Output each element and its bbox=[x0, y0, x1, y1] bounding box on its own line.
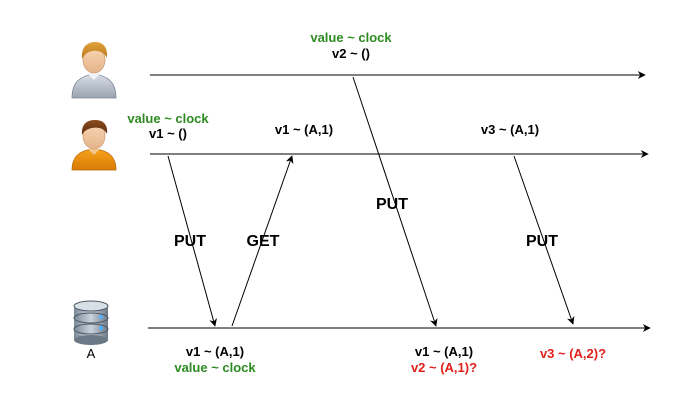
put-label-2: PUT bbox=[376, 196, 408, 213]
get-label: GET bbox=[247, 233, 280, 250]
top-v2-label: v2 ~ () bbox=[332, 46, 370, 61]
database-icon bbox=[73, 300, 109, 345]
message-put-arrow-2 bbox=[352, 76, 438, 327]
message-get-arrow bbox=[231, 155, 294, 327]
storage-label: A bbox=[87, 346, 96, 361]
mid-value-clock-label: value ~ clock bbox=[127, 111, 209, 126]
db-v2-a1q-label: v2 ~ (A,1)? bbox=[411, 360, 477, 375]
user-icon bbox=[71, 42, 117, 99]
db-v1-a1-label-first: v1 ~ (A,1) bbox=[186, 344, 244, 359]
message-put-arrow-3 bbox=[513, 155, 575, 325]
db-value-clock-label: value ~ clock bbox=[174, 360, 256, 375]
put-label-1: PUT bbox=[174, 233, 206, 250]
message-put-arrow-1 bbox=[167, 155, 217, 327]
mid-v1-label: v1 ~ () bbox=[149, 126, 187, 141]
put-label-3: PUT bbox=[526, 233, 558, 250]
mid-v1-a1-label: v1 ~ (A,1) bbox=[275, 122, 333, 137]
user-icon bbox=[71, 120, 117, 171]
db-v1-a1-label-second: v1 ~ (A,1) bbox=[415, 344, 473, 359]
db-v3-a2q-label: v3 ~ (A,2)? bbox=[540, 346, 606, 361]
top-value-clock-label: value ~ clock bbox=[310, 30, 392, 45]
mid-v3-a1-label: v3 ~ (A,1) bbox=[481, 122, 539, 137]
